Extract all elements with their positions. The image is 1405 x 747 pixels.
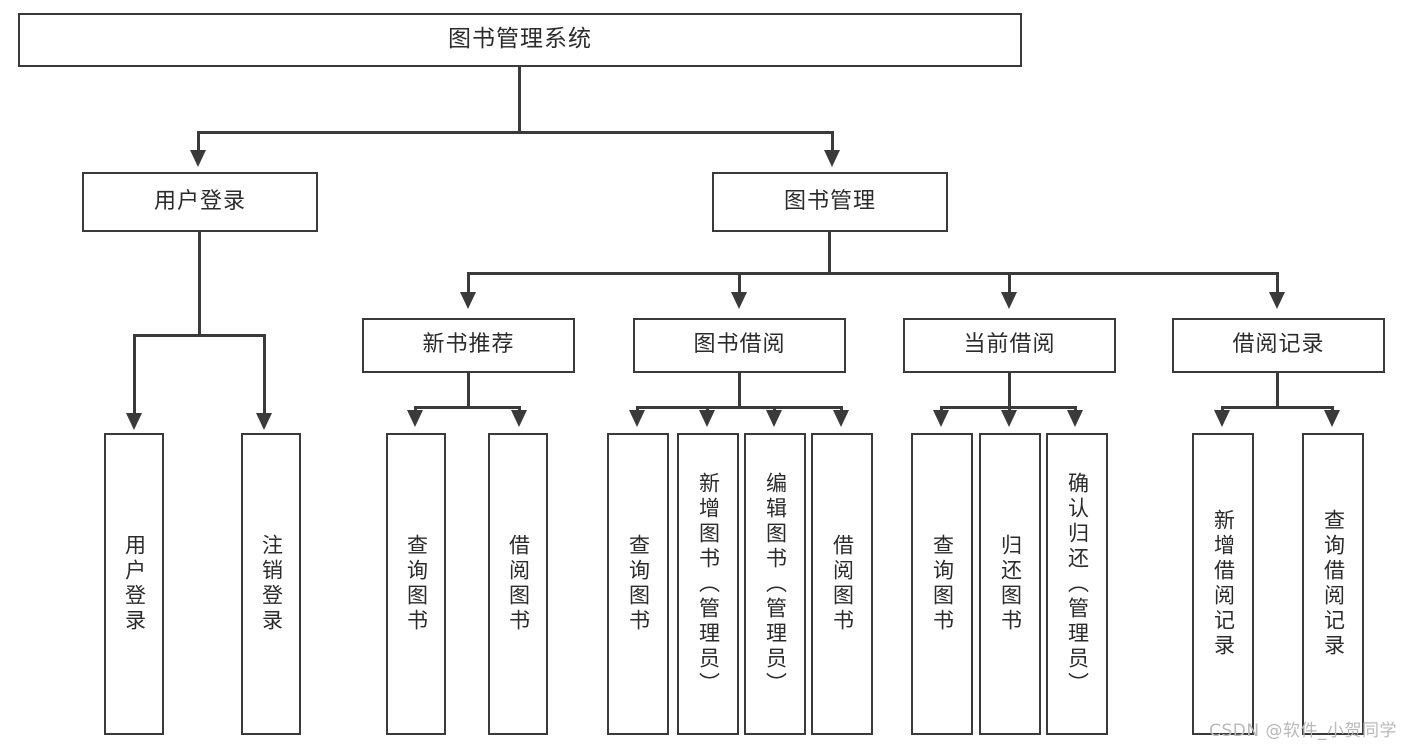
node-label: 编辑图书（管理员） xyxy=(763,471,788,697)
node-label: 图书管理系统 xyxy=(448,26,592,53)
node-label: 查询图书 xyxy=(930,534,955,634)
watermark-text: CSDN @软件_小贺同学 xyxy=(1209,721,1397,741)
leaf-user-login-0[interactable]: 用户登录 xyxy=(104,433,164,735)
node-label: 用户登录 xyxy=(153,188,246,214)
leaf-book-borrow-0[interactable]: 查询图书 xyxy=(607,433,669,735)
node-label: 当前借阅 xyxy=(963,332,1056,358)
arrowhead-leaf-book-borrow-0 xyxy=(629,410,645,427)
leaf-user-login-1[interactable]: 注销登录 xyxy=(241,433,301,735)
connector-book-mgmt-child-2 xyxy=(1008,272,1011,295)
node-label: 查询图书 xyxy=(404,534,429,634)
arrowhead-leaf-current-2 xyxy=(1067,410,1083,427)
node-book-borrow[interactable]: 图书借阅 xyxy=(633,318,846,373)
leaf-records-1[interactable]: 查询借阅记录 xyxy=(1302,433,1364,735)
connector-book-mgmt-child-1 xyxy=(738,272,741,295)
connector-book-borrow-bus xyxy=(636,406,843,409)
arrowhead-leaf-records-0 xyxy=(1214,410,1230,427)
leaf-new-book-1[interactable]: 借阅图书 xyxy=(488,433,548,735)
node-label: 归还图书 xyxy=(998,534,1023,634)
connector-book-mgmt-child-0 xyxy=(467,272,470,295)
connector-root-to-user-login xyxy=(197,131,200,152)
node-new-book-recommend[interactable]: 新书推荐 xyxy=(362,318,575,373)
connector-book-mgmt-stem xyxy=(828,232,831,274)
leaf-new-book-0[interactable]: 查询图书 xyxy=(386,433,446,735)
connector-current-borrow-stem xyxy=(1008,373,1011,408)
arrowhead-leaf-book-borrow-2 xyxy=(766,410,782,427)
node-current-borrow[interactable]: 当前借阅 xyxy=(903,318,1116,373)
leaf-book-borrow-3[interactable]: 借阅图书 xyxy=(811,433,873,735)
arrowhead-leaf-new-book-1 xyxy=(511,410,527,427)
connector-root-to-book-mgmt xyxy=(831,131,834,152)
node-label: 新增借阅记录 xyxy=(1211,509,1236,659)
connector-user-login-bus xyxy=(133,334,266,337)
node-label: 确认归还（管理员） xyxy=(1065,471,1090,697)
connector-new-book-bus xyxy=(414,406,521,409)
node-label: 查询图书 xyxy=(626,534,651,634)
connector-user-login-leaf-1 xyxy=(263,334,266,416)
node-root[interactable]: 图书管理系统 xyxy=(18,13,1022,67)
arrowhead-leaf-user-login-1 xyxy=(256,413,272,430)
connector-records-stem xyxy=(1276,373,1279,408)
arrowhead-new-book xyxy=(460,292,476,309)
node-label: 图书借阅 xyxy=(693,332,786,358)
connector-book-borrow-stem xyxy=(738,373,741,408)
connector-root-bus xyxy=(197,131,834,134)
arrowhead-leaf-book-borrow-1 xyxy=(699,410,715,427)
leaf-book-borrow-1[interactable]: 新增图书（管理员） xyxy=(677,433,739,735)
leaf-current-0[interactable]: 查询图书 xyxy=(911,433,973,735)
arrowhead-borrow-records xyxy=(1269,292,1285,309)
leaf-book-borrow-2[interactable]: 编辑图书（管理员） xyxy=(744,433,806,735)
node-label: 借阅记录 xyxy=(1232,332,1325,358)
connector-user-login-leaf-0 xyxy=(133,334,136,416)
node-label: 查询借阅记录 xyxy=(1321,509,1346,659)
leaf-current-1[interactable]: 归还图书 xyxy=(979,433,1041,735)
arrowhead-leaf-user-login-0 xyxy=(126,413,142,430)
arrowhead-leaf-new-book-0 xyxy=(407,410,423,427)
connector-records-bus xyxy=(1221,406,1334,409)
connector-book-mgmt-bus xyxy=(467,272,1279,275)
arrowhead-leaf-current-0 xyxy=(933,410,949,427)
node-label: 用户登录 xyxy=(122,534,147,634)
node-label: 图书管理 xyxy=(783,188,876,214)
arrowhead-leaf-current-1 xyxy=(1001,410,1017,427)
node-label: 借阅图书 xyxy=(830,534,855,634)
node-borrow-records[interactable]: 借阅记录 xyxy=(1172,318,1385,373)
leaf-records-0[interactable]: 新增借阅记录 xyxy=(1192,433,1254,735)
node-label: 注销登录 xyxy=(259,534,284,634)
node-label: 新增图书（管理员） xyxy=(696,471,721,697)
arrowhead-leaf-records-1 xyxy=(1324,410,1340,427)
node-book-management[interactable]: 图书管理 xyxy=(712,172,948,232)
connector-root-stem xyxy=(518,67,521,133)
node-user-login[interactable]: 用户登录 xyxy=(82,172,318,232)
arrowhead-book-borrow xyxy=(731,292,747,309)
leaf-current-2[interactable]: 确认归还（管理员） xyxy=(1046,433,1108,735)
connector-new-book-stem xyxy=(467,373,470,408)
arrowhead-current-borrow xyxy=(1001,292,1017,309)
arrowhead-user-login xyxy=(190,150,206,167)
node-label: 借阅图书 xyxy=(506,534,531,634)
node-label: 新书推荐 xyxy=(422,332,515,358)
connector-user-login-stem xyxy=(198,232,201,336)
connector-book-mgmt-child-3 xyxy=(1276,272,1279,295)
arrowhead-book-mgmt xyxy=(824,150,840,167)
arrowhead-leaf-book-borrow-3 xyxy=(833,410,849,427)
